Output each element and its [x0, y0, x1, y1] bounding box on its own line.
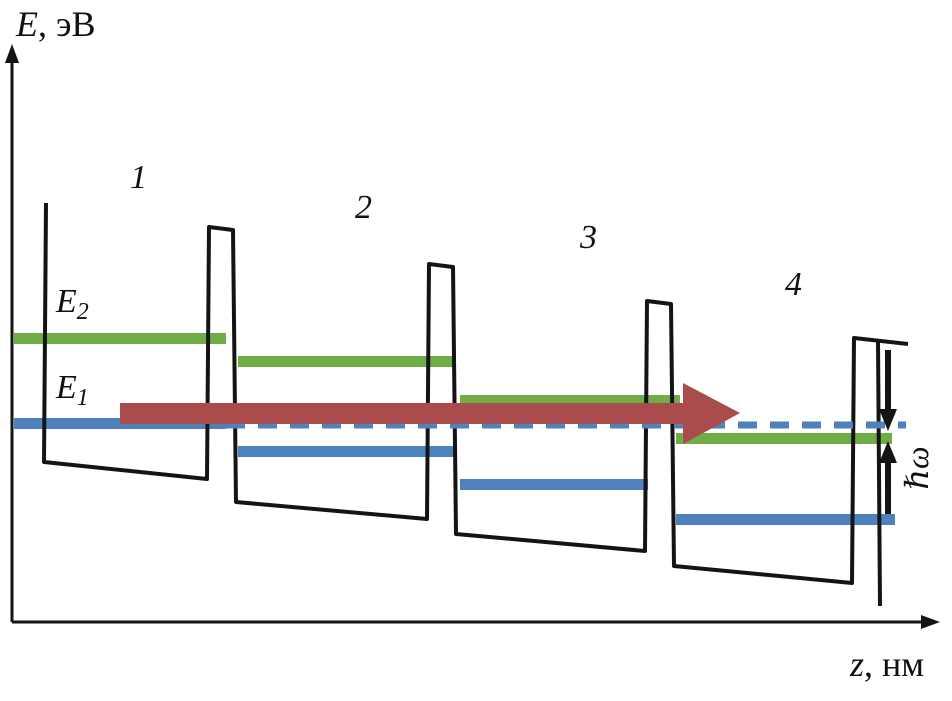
e2-level-well-4 — [676, 433, 892, 444]
e2-level-well-3 — [460, 395, 680, 406]
e2-level-label: E2 — [55, 283, 89, 325]
tunneling-transport-arrow — [120, 383, 740, 444]
well-4-number: 4 — [785, 266, 802, 303]
e1-level-well-2 — [238, 446, 456, 457]
x-axis-arrowhead — [921, 615, 940, 629]
photon-emission-down-arrow — [879, 350, 897, 431]
y-axis-label: E, эВ — [15, 4, 95, 44]
y-axis — [5, 44, 19, 622]
e2-level-well-1 — [14, 333, 226, 344]
upper-levels-e2 — [14, 333, 892, 444]
well-2-number: 2 — [355, 189, 372, 226]
x-axis-label: z, нм — [849, 644, 924, 684]
x-axis — [12, 615, 940, 629]
e1-level-well-4 — [676, 514, 895, 525]
e1-level-label: E1 — [55, 369, 89, 411]
e1-level-well-3 — [460, 479, 648, 490]
photon-energy-label: ℏω — [899, 446, 935, 489]
well-1-number: 1 — [130, 159, 147, 196]
e2-level-well-2 — [238, 356, 456, 367]
y-axis-arrowhead — [5, 44, 19, 63]
photon-emission-up-arrow — [879, 441, 897, 514]
well-3-number: 3 — [579, 219, 597, 256]
right-period-edge — [876, 340, 882, 607]
well-outline — [42, 202, 909, 585]
